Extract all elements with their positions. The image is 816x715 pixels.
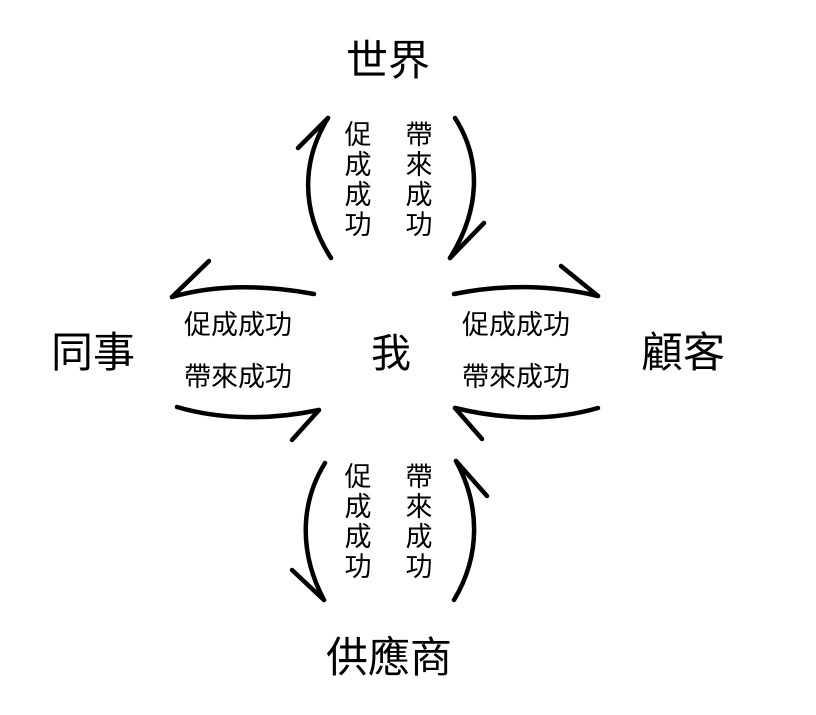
right-bring-label: 帶來成功 bbox=[462, 362, 570, 393]
left-bring-label: 帶來成功 bbox=[184, 362, 292, 393]
node-customers: 顧客 bbox=[641, 328, 726, 377]
node-world: 世界 bbox=[346, 36, 431, 85]
node-colleagues: 同事 bbox=[51, 328, 136, 377]
top-promote-vertical: 促成成功 bbox=[344, 120, 372, 241]
arrow-left-bottom-right bbox=[174, 404, 322, 443]
right-promote-label: 促成成功 bbox=[462, 310, 570, 341]
arrow-top-right-down bbox=[447, 115, 487, 261]
arrow-right-top-right bbox=[451, 263, 601, 299]
arrow-left-top-left bbox=[169, 258, 317, 300]
arrow-bottom-left-down bbox=[289, 460, 328, 603]
top-bring-vertical: 帶來成功 bbox=[405, 120, 433, 241]
arrow-top-left-up bbox=[295, 115, 334, 261]
node-suppliers: 供應商 bbox=[326, 633, 453, 682]
arrow-right-bottom-left bbox=[452, 405, 601, 442]
bottom-bring-vertical: 帶來成功 bbox=[405, 462, 433, 583]
left-promote-label: 促成成功 bbox=[184, 310, 292, 341]
bottom-promote-vertical: 促成成功 bbox=[344, 462, 372, 583]
arrow-bottom-right-up bbox=[451, 458, 490, 603]
node-me: 我 bbox=[371, 331, 411, 377]
